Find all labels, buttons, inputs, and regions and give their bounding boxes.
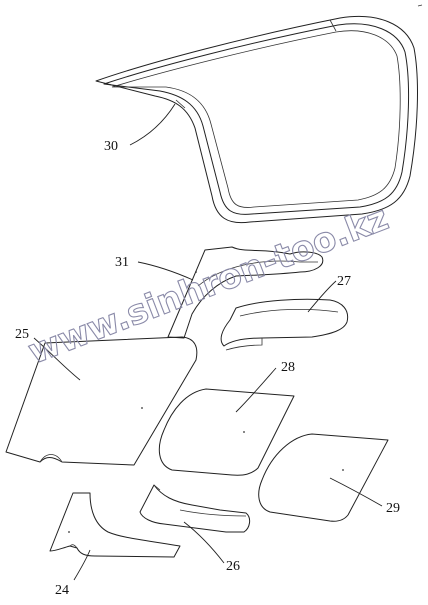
leader-30 (129, 103, 176, 146)
hole-mark (243, 431, 245, 433)
leader-31 (137, 261, 194, 281)
leader-26 (183, 521, 225, 564)
label-24: 24 (55, 583, 69, 598)
leader-28 (235, 367, 277, 413)
label-25: 25 (15, 327, 29, 342)
label-31: 31 (115, 255, 129, 270)
leader-24 (73, 549, 91, 581)
hole-mark (141, 407, 143, 409)
leader-29 (329, 477, 383, 507)
hole-mark (195, 271, 197, 273)
part-26-side-panel (139, 484, 251, 533)
leader-lines (33, 103, 383, 581)
hole-mark (342, 469, 344, 471)
label-27: 27 (337, 274, 351, 289)
label-29: 29 (386, 501, 400, 516)
part-31-trim-panel (167, 246, 324, 339)
reference-numerals: 30 31 27 25 28 29 26 24 (15, 139, 400, 598)
label-26: 26 (226, 559, 240, 574)
leader-25 (33, 337, 81, 381)
label-30: 30 (104, 139, 118, 154)
hole-mark (68, 531, 70, 533)
part-25-floor-panel (5, 336, 198, 466)
part-29-cover-panel (258, 433, 389, 522)
part-30-seal-frame (95, 16, 418, 224)
leader-27 (307, 280, 337, 313)
part-24-l-panel (49, 492, 181, 558)
corner-mark (417, 4, 423, 7)
part-27-bracket-panel (220, 298, 349, 351)
label-28: 28 (281, 360, 295, 375)
part-28-cover-panel (158, 388, 295, 476)
